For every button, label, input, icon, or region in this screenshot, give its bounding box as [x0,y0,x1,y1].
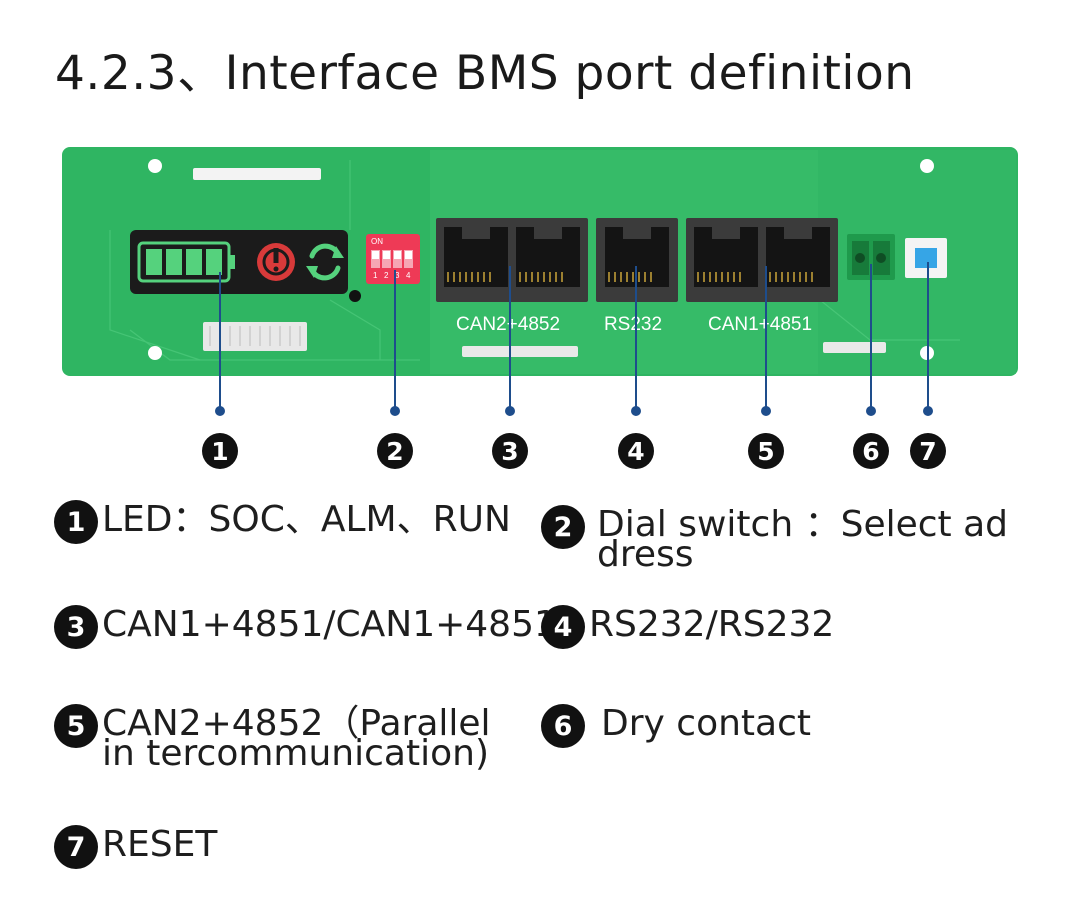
legend-item-dry-contact: 6 Dry contact [541,704,1011,748]
legend-text: Dial switch ：Select ad dress [597,504,1009,575]
legend-item-can2: 5 CAN2+4852（Parallel in tercommunication… [54,703,524,774]
battery-tip [229,255,235,269]
header-connector [203,322,307,351]
legend-number: 7 [54,825,98,869]
legend-number: 2 [541,505,585,549]
dip-number: 3 [395,271,400,280]
callout-4: 4 [618,433,654,469]
pcb-traces [109,160,960,361]
callout-7: 7 [910,433,946,469]
legend-item-rs232: 4 RS232/RS232 [541,605,1011,649]
legend-item-can1: 3 CAN1+4851/CAN1+4851 [54,605,557,649]
legend-item-led: 1 LED：SOC、ALM、RUN [54,500,534,544]
header-strip [823,342,886,353]
legend-number: 6 [541,704,585,748]
legend-number: 1 [54,500,98,544]
dry-contact-terminal [847,234,895,280]
callout-1: 1 [202,433,238,469]
battery-bar [166,249,182,275]
legend-text: RESET [102,824,218,865]
leader-lines [219,262,929,411]
dip-number: 4 [406,271,411,280]
legend-text: Dry contact [601,703,811,744]
mount-hole [148,346,162,360]
legend-number: 3 [54,605,98,649]
callout-2: 2 [377,433,413,469]
legend-text: LED：SOC、ALM、RUN [102,499,511,540]
rj45-can1-port [686,218,838,302]
legend-text: CAN2+4852（Parallel in tercommunication) [102,703,491,774]
rj45-rs232-port [596,218,678,302]
battery-bar [146,249,162,275]
leader-dots [215,406,933,416]
callout-3: 3 [492,433,528,469]
mount-hole [148,159,162,173]
rs232-port-label: RS232 [604,314,662,335]
run-icon [306,243,344,281]
battery-bar [206,249,222,275]
header-strip [193,168,321,180]
page-title: 4.2.3、Interface BMS port definition [55,46,915,101]
legend-number: 5 [54,704,98,748]
battery-bar [186,249,202,275]
mount-hole [920,159,934,173]
legend-text: RS232/RS232 [589,604,835,645]
bms-board-diagram: ON 1 2 3 4 CAN2+4852 RS232 CAN1+4851 [62,147,1018,416]
led-panel [130,230,348,294]
rj45-can2-port [436,218,588,302]
dip-on-label: ON [371,237,383,246]
callout-6: 6 [853,433,889,469]
can2-port-label: CAN2+4852 [456,314,560,335]
legend-item-dial-switch: 2 Dial switch ：Select ad dress [541,504,1011,575]
alarm-icon [257,243,295,281]
callout-5: 5 [748,433,784,469]
legend-number: 4 [541,605,585,649]
legend-item-reset: 7 RESET [54,825,534,869]
dip-number: 1 [373,271,378,280]
reset-button-part [905,238,947,278]
dip-number: 2 [384,271,389,280]
can1-port-label: CAN1+4851 [708,314,812,335]
legend-text: CAN1+4851/CAN1+4851 [102,604,557,645]
header-strip [462,346,578,357]
